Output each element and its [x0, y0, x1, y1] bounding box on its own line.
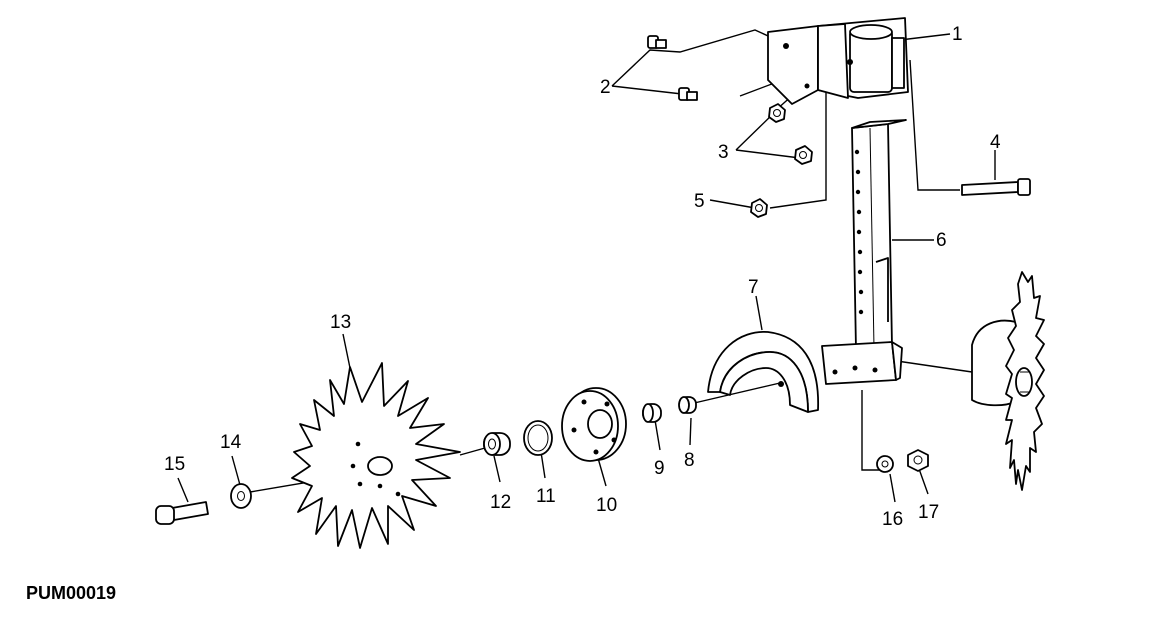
callout-17: 17 [918, 502, 939, 523]
part-5-nut [750, 198, 768, 218]
figure-code: PUM00019 [26, 583, 116, 603]
part-13-closing-wheel [291, 362, 461, 549]
part-2-bolts [647, 35, 698, 101]
part-8-spacer [678, 396, 697, 414]
callout-10: 10 [596, 495, 617, 516]
callout-5: 5 [694, 191, 705, 212]
callout-16: 16 [882, 509, 903, 530]
part-9-spacer [642, 403, 662, 423]
part-10-hub [561, 387, 627, 462]
callout-14: 14 [220, 432, 242, 453]
part-17-nut [907, 449, 929, 472]
callout-15: 15 [164, 454, 185, 475]
callout-7: 7 [748, 277, 759, 298]
part-6-adjustment-shank [821, 119, 907, 385]
part-15-bolt [155, 501, 209, 525]
callout-3: 3 [718, 142, 729, 163]
part-7-shield [707, 331, 819, 413]
part-16-washer [876, 455, 894, 473]
part-11-snap-ring [523, 420, 553, 456]
callout-1: 1 [952, 24, 963, 45]
part-12-bearing [483, 432, 511, 456]
assembled-closing-wheel [971, 271, 1045, 491]
callout-12: 12 [490, 492, 511, 513]
callout-13: 13 [330, 312, 351, 333]
callout-4: 4 [990, 132, 1001, 153]
part-4-long-bolt [961, 178, 1031, 196]
callout-2: 2 [600, 77, 611, 98]
callout-8: 8 [684, 450, 695, 471]
part-3-nuts [768, 103, 813, 165]
callout-6: 6 [936, 230, 947, 251]
part-1-mounting-bracket [767, 17, 909, 105]
callout-labels: 1 2 3 4 5 6 7 8 9 10 11 12 13 14 15 16 1… [164, 24, 1001, 530]
callout-11: 11 [536, 486, 556, 507]
callout-9: 9 [654, 458, 665, 479]
part-14-washer [230, 483, 252, 509]
